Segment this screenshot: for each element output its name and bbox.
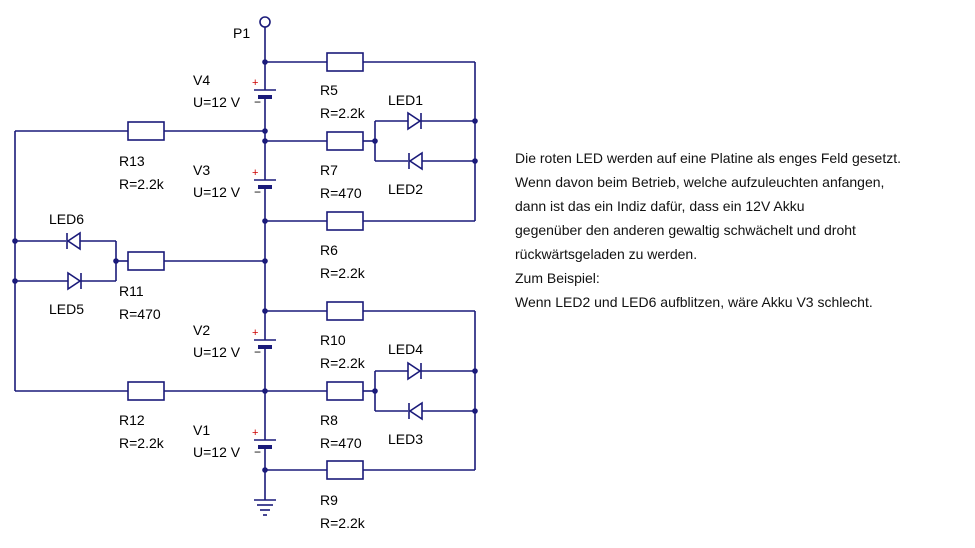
note-line: dann ist das ein Indiz dafür, dass ein 1… — [515, 198, 805, 214]
label-r8-value: R=470 — [320, 435, 362, 451]
label-r9: R9 — [320, 492, 338, 508]
label-v1: V1 — [193, 422, 210, 438]
label-led5: LED5 — [49, 301, 84, 317]
label-r12: R12 — [119, 412, 145, 428]
left-network — [14, 121, 265, 401]
led1 — [407, 111, 422, 131]
label-r6-value: R=2.2k — [320, 265, 366, 281]
label-p1: P1 — [233, 25, 250, 41]
v2-plus: + — [252, 327, 258, 339]
label-v2-value: U=12 V — [193, 344, 241, 360]
resistor-r9 — [326, 460, 364, 480]
resistor-r8 — [326, 381, 364, 401]
label-r5-value: R=2.2k — [320, 105, 366, 121]
resistor-r10 — [326, 301, 364, 321]
label-r9-value: R=2.2k — [320, 515, 366, 531]
resistor-r6 — [326, 211, 364, 231]
explanation-text: Die roten LED werden auf eine Platine al… — [515, 146, 970, 314]
v3-minus: − — [254, 185, 261, 199]
polarity-marks: + − + − + − + − — [252, 77, 261, 459]
v4-minus: − — [254, 95, 261, 109]
label-r5: R5 — [320, 82, 338, 98]
battery-v3 — [254, 179, 276, 189]
label-r7-value: R=470 — [320, 185, 362, 201]
note-line: Wenn LED2 und LED6 aufblitzen, wäre Akku… — [515, 294, 873, 310]
component-labels: P1 V4 U=12 V V3 U=12 V V2 U=12 V V1 U=12… — [49, 25, 423, 531]
label-led4: LED4 — [388, 341, 423, 357]
ground-symbol — [254, 499, 276, 516]
resistor-r11 — [127, 251, 165, 271]
label-r6: R6 — [320, 242, 338, 258]
label-led2: LED2 — [388, 181, 423, 197]
v1-minus: − — [254, 445, 261, 459]
resistor-r12 — [127, 381, 165, 401]
label-led6: LED6 — [49, 211, 84, 227]
label-r12-value: R=2.2k — [119, 435, 165, 451]
led5 — [67, 271, 82, 291]
label-v1-value: U=12 V — [193, 444, 241, 460]
led2 — [408, 151, 423, 171]
battery-stack — [254, 62, 276, 500]
note-line: Zum Beispiel: — [515, 270, 600, 286]
label-v4: V4 — [193, 72, 210, 88]
lower-right-network — [265, 301, 476, 480]
note-line: Die roten LED werden auf eine Platine al… — [515, 150, 902, 166]
v3-plus: + — [252, 167, 258, 179]
resistor-r5 — [326, 52, 364, 72]
battery-v4 — [254, 89, 276, 99]
label-r10-value: R=2.2k — [320, 355, 366, 371]
v4-plus: + — [252, 77, 258, 89]
battery-v2 — [254, 339, 276, 349]
label-r11-value: R=470 — [119, 306, 161, 322]
upper-right-network — [265, 52, 476, 231]
label-v2: V2 — [193, 322, 210, 338]
resistor-r13 — [127, 121, 165, 141]
label-r8: R8 — [320, 412, 338, 428]
label-r13-value: R=2.2k — [119, 176, 165, 192]
label-v3: V3 — [193, 162, 210, 178]
led3 — [408, 401, 423, 421]
resistor-r7 — [326, 131, 364, 151]
label-r13: R13 — [119, 153, 145, 169]
label-v4-value: U=12 V — [193, 94, 241, 110]
note-line: rückwärtsgeladen zu werden. — [515, 246, 698, 262]
v2-minus: − — [254, 345, 261, 359]
terminal-p1 — [259, 16, 271, 62]
led6 — [66, 231, 81, 251]
battery-v1 — [254, 439, 276, 449]
v1-plus: + — [252, 427, 258, 439]
note-line: gegenüber den anderen gewaltig schwächel… — [515, 222, 856, 238]
label-led3: LED3 — [388, 431, 423, 447]
led4 — [407, 361, 422, 381]
junction-dots — [12, 59, 478, 473]
label-led1: LED1 — [388, 92, 423, 108]
label-r11: R11 — [119, 283, 144, 299]
label-v3-value: U=12 V — [193, 184, 241, 200]
label-r10: R10 — [320, 332, 346, 348]
label-r7: R7 — [320, 162, 338, 178]
note-line: Wenn davon beim Betrieb, welche aufzuleu… — [515, 174, 885, 190]
